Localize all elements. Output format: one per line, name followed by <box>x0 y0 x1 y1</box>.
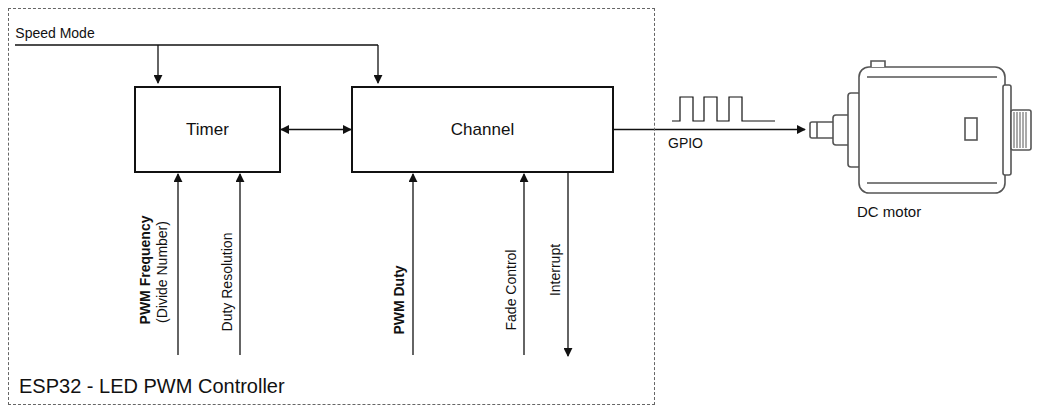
controller-boundary: ESP32 - LED PWM Controller Timer Channel <box>8 8 655 405</box>
frequency-arrow <box>177 174 178 355</box>
channel-box: Channel <box>351 86 614 173</box>
signal-name: Fade Control <box>503 250 519 331</box>
signal-name: Interrupt <box>547 244 563 296</box>
motor-label: DC motor <box>857 203 921 220</box>
signal-arrows <box>15 45 775 356</box>
timer-box: Timer <box>134 86 281 173</box>
speed-mode-arrow <box>157 45 158 83</box>
connector <box>614 129 805 130</box>
signal-note: (Divide Number) <box>154 221 170 323</box>
signal-name: Duty Resolution <box>219 233 235 332</box>
connector <box>281 129 351 130</box>
box-label: Channel <box>451 120 514 140</box>
duty-arrow <box>412 174 413 355</box>
fade-arrow <box>523 174 524 355</box>
speed-mode-arrow <box>377 45 378 83</box>
controller-title: ESP32 - LED PWM Controller <box>19 375 285 398</box>
speed-mode-line <box>15 44 378 45</box>
box-label: Timer <box>186 120 229 140</box>
signal-name: PWM Duty <box>391 265 407 334</box>
pwm-waveform <box>672 97 775 121</box>
signal-name: Speed Mode <box>15 25 94 41</box>
resolution-arrow <box>239 174 240 355</box>
dc-motor: DC motor <box>805 55 1035 230</box>
signal-name: PWM Frequency <box>137 216 153 325</box>
interrupt-arrow <box>567 172 568 356</box>
signal-name: GPIO <box>666 135 705 151</box>
